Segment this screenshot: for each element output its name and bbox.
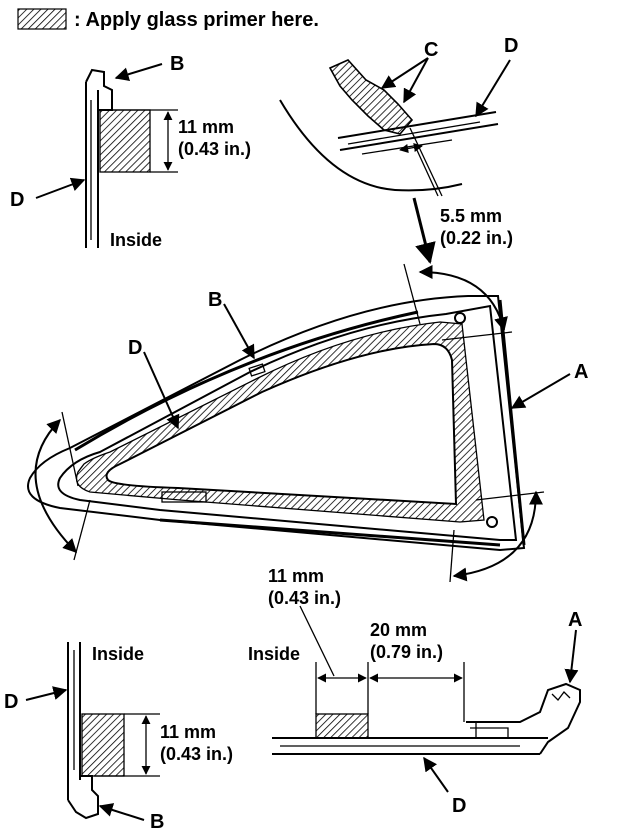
legend-hatch-swatch (17, 8, 67, 30)
dim-11mm-top: 11 mm (178, 117, 234, 137)
dim-20mm: 20 mm (370, 620, 427, 640)
molding-a-bottom-right (466, 682, 581, 755)
dim-043in-bottom: (0.43 in.) (160, 744, 233, 764)
label-d-bottom-left: D (4, 691, 18, 713)
label-c: C (424, 39, 438, 61)
label-a-bottom-right: A (568, 609, 582, 631)
primer-area-bottom-right (315, 713, 369, 739)
dim-11mm-bottom-right: 11 mm (268, 566, 324, 586)
legend-text: : Apply glass primer here. (74, 9, 319, 31)
label-d-top-left: D (10, 189, 24, 211)
bottom-left-section: 11 mm (0.43 in.) Inside D B (4, 642, 233, 833)
top-left-section: 11 mm (0.43 in.) B D Inside (10, 53, 251, 250)
bottom-right-section: 11 mm (0.43 in.) 20 mm (0.79 in.) Inside… (248, 566, 582, 817)
legend: : Apply glass primer here. (17, 8, 319, 31)
dim-022in: (0.22 in.) (440, 228, 513, 248)
label-inside-bottom-left: Inside (92, 644, 144, 664)
dim-11mm-bottom: 11 mm (160, 722, 216, 742)
primer-area-top-left (99, 109, 151, 173)
fastener-hole-top (454, 312, 466, 324)
label-d-top-right: D (504, 35, 518, 57)
clip-bottom (161, 491, 207, 503)
label-inside-bottom-right: Inside (248, 644, 300, 664)
top-right-detail: 5.5 mm (0.22 in.) C D (279, 35, 518, 265)
label-a-window: A (574, 361, 588, 383)
sealant-c (328, 59, 414, 135)
molding-b-bottom-left (67, 775, 99, 820)
quarter-glass-window: B D A (27, 263, 588, 583)
label-b-bottom-left: B (150, 811, 164, 833)
label-b-window: B (208, 289, 222, 311)
clip-top (248, 363, 266, 377)
dim-043in-bottom-right: (0.43 in.) (268, 588, 341, 608)
label-inside-top-left: Inside (110, 230, 162, 250)
primer-area-bottom-left (81, 713, 125, 777)
label-d-bottom-right: D (452, 795, 466, 817)
label-d-window: D (128, 337, 142, 359)
dim-55mm: 5.5 mm (440, 206, 502, 226)
dim-079in: (0.79 in.) (370, 642, 443, 662)
label-b-top-left: B (170, 53, 184, 75)
fastener-hole-bottom (486, 516, 498, 528)
dim-043in-top: (0.43 in.) (178, 139, 251, 159)
